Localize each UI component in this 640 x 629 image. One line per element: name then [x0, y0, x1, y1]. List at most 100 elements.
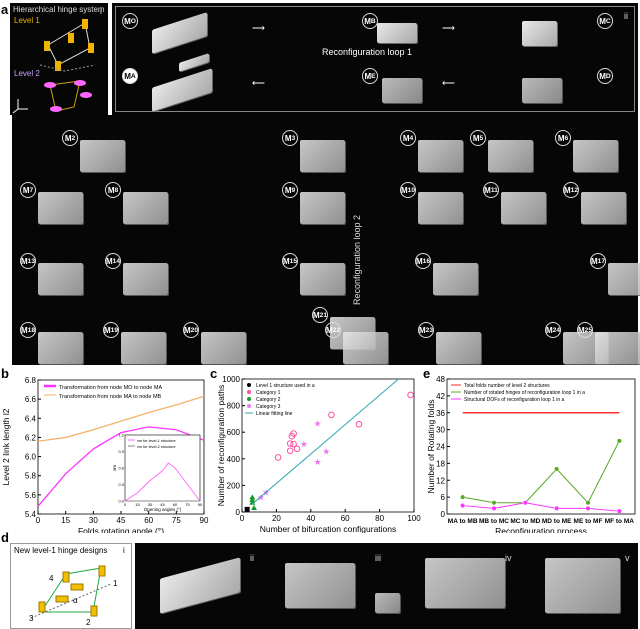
y-tick-label: 5.6: [25, 491, 37, 500]
structure-M5: [488, 140, 533, 172]
hinge-2: 2: [86, 618, 91, 627]
x-tick-label: 80: [375, 514, 384, 523]
y-tick-label: 18: [436, 459, 445, 468]
legend-swatch: [247, 397, 251, 401]
inset-y-tick-label: 0.6: [118, 466, 124, 471]
inset-series-line: [124, 462, 201, 502]
data-point: [249, 499, 256, 505]
data-point: ★: [314, 457, 322, 467]
x-tick-label: 0: [36, 516, 41, 525]
data-point: [274, 454, 282, 461]
structure-M14: [123, 263, 168, 295]
structure-M15: [300, 263, 345, 295]
structure-M19: [121, 332, 166, 364]
legend-entry: Transformation from node MA to node MB: [59, 394, 162, 400]
data-point: [293, 445, 301, 453]
data-point: [554, 505, 560, 511]
structure-M12: [581, 192, 626, 224]
structure-M25: [595, 332, 640, 364]
panel-tag-ii: ii: [624, 11, 628, 21]
d-tag-iv: iv: [505, 553, 512, 563]
data-point: [554, 466, 560, 472]
structure-d-iii-small: [375, 593, 400, 613]
structure-mb: [377, 23, 417, 43]
legend-entry: Level 1 structure used in a: [256, 383, 315, 389]
loop2-label: Reconfiguration loop 2: [352, 214, 362, 305]
x-axis-label: Number of bifurcation configurations: [260, 524, 397, 533]
fit-line: [251, 378, 399, 505]
inset-legend-entry: vm for level-1 structure: [137, 439, 176, 443]
x-tick-label: 75: [172, 516, 181, 525]
hinge-3: 3: [29, 614, 34, 623]
structure-M13: [38, 263, 83, 295]
inset-y-tick-label: 1.2: [118, 433, 124, 438]
y-tick-label: 6.8: [25, 376, 37, 385]
inset-x-tick-label: 75: [185, 502, 190, 507]
structure-M17: [608, 263, 640, 295]
arrow-left: ⟵: [252, 78, 265, 88]
inset-legend-entry: vm for level-2 structure: [137, 445, 176, 449]
data-point: [460, 494, 466, 500]
inset-title: Hierarchical hinge system: [13, 5, 105, 14]
x-tick-label: 60: [144, 516, 153, 525]
structure-d-ii: [160, 557, 240, 614]
y-tick-label: 6.0: [25, 453, 37, 462]
y-tick-label: 0: [236, 508, 241, 517]
data-point: ★: [322, 446, 330, 456]
structure-md: [522, 78, 562, 103]
structure-me: [382, 78, 422, 103]
x-category-label: MF to MA: [605, 518, 635, 525]
series-line: [462, 440, 620, 504]
inset-x-tick-label: 90: [198, 502, 203, 507]
panel-label-d: d: [1, 530, 9, 545]
series-line: [37, 426, 205, 507]
y-tick-label: 0: [441, 510, 446, 519]
y-tick-label: 200: [227, 481, 241, 490]
hinge-4: 4: [49, 574, 54, 583]
data-point: [585, 505, 591, 511]
x-tick-label: 0: [240, 514, 245, 523]
series-line: [462, 502, 620, 512]
d-tag-v: v: [625, 553, 630, 563]
data-point: [407, 391, 414, 399]
x-tick-label: 100: [407, 514, 421, 523]
data-point: [249, 497, 256, 503]
x-axis-label: Folds rotating angle (°): [78, 526, 164, 533]
data-point: ★: [257, 492, 265, 502]
y-tick-label: 48: [436, 375, 445, 384]
panel-label-b: b: [1, 366, 9, 381]
data-point: [616, 438, 622, 444]
hinge-system-inset: Hierarchical hinge system i Level 1 Leve…: [10, 3, 108, 115]
structure-M7: [38, 192, 83, 224]
legend-entry: Category 2: [256, 397, 281, 403]
y-tick-label: 6.4: [25, 414, 37, 423]
x-tick-label: 40: [306, 514, 315, 523]
y-tick-label: 12: [436, 476, 445, 485]
plot-frame: [241, 378, 415, 513]
data-point: [286, 447, 294, 455]
x-tick-label: 90: [200, 516, 209, 525]
data-point: [616, 508, 622, 514]
data-point: [290, 440, 297, 448]
structure-M3: [300, 140, 345, 172]
x-tick-label: 20: [272, 514, 281, 523]
new-design-sequence-panel: ii iii iv v: [135, 543, 638, 629]
structure-M2: [80, 140, 125, 172]
